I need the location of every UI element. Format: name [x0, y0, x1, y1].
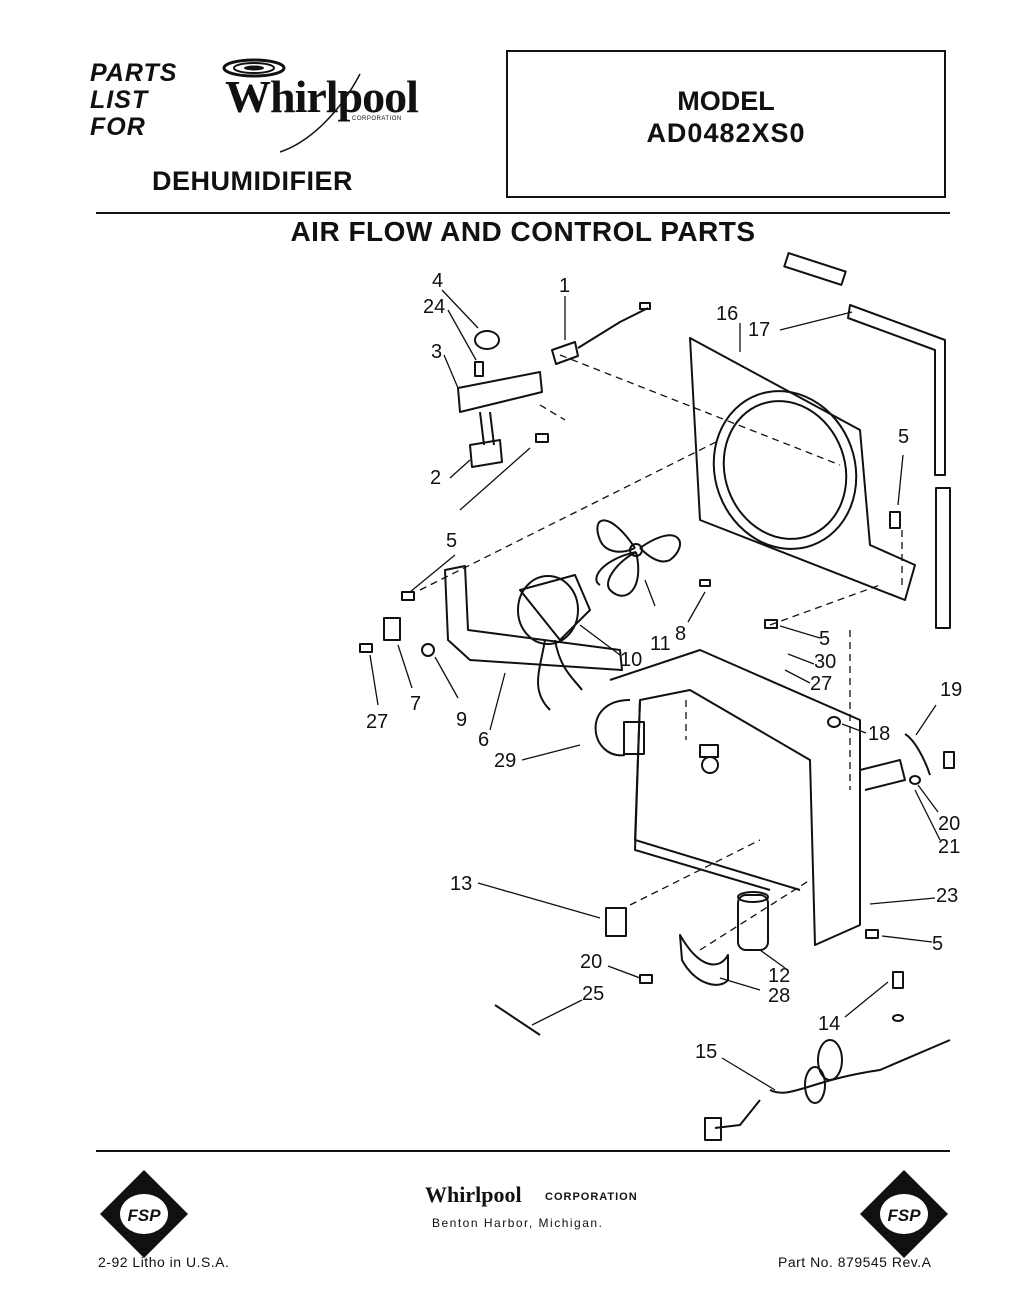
list-line: LIST [90, 86, 149, 114]
fastener-parts [359, 433, 955, 1036]
parts-list-for-label: PARTS LIST FOR [90, 60, 177, 141]
callout-20-left: 20 [580, 951, 602, 973]
motor-part-10 [517, 574, 591, 711]
callout-5-cord: 5 [932, 933, 943, 955]
header-divider [96, 212, 950, 214]
parts-line: PARTS [90, 59, 178, 87]
callout-28: 28 [768, 985, 790, 1007]
capacitor-strap-part-28 [679, 934, 729, 986]
product-name: DEHUMIDIFIER [152, 166, 353, 196]
fan-shroud-part-16 [689, 337, 916, 601]
gasket-part-17 [783, 252, 951, 629]
motor-bracket-part-6 [444, 565, 623, 671]
callout-10: 10 [620, 649, 642, 671]
control-bracket-part-3 [457, 330, 543, 468]
for-line: FOR [90, 113, 146, 141]
callout-5-shroud: 5 [898, 426, 909, 448]
control-housing-part-23 [609, 649, 906, 946]
model-number: AD0482XS0 [646, 118, 806, 148]
relay-part-13 [605, 907, 627, 937]
callout-27-left: 27 [366, 711, 388, 733]
callout-12: 12 [768, 965, 790, 987]
callout-19: 19 [940, 679, 962, 701]
callout-13: 13 [450, 873, 472, 895]
callout-1: 1 [559, 275, 570, 297]
callout-17: 17 [748, 319, 770, 341]
svg-text:FSP: FSP [127, 1206, 161, 1225]
callout-11: 11 [650, 633, 671, 655]
power-cord-part-15 [704, 1039, 951, 1141]
callout-15: 15 [695, 1041, 717, 1063]
footer-litho: 2-92 Litho in U.S.A. [98, 1254, 230, 1270]
callout-7: 7 [410, 693, 421, 715]
callout-27-right: 27 [810, 673, 832, 695]
callout-21: 21 [938, 836, 960, 858]
callout-18: 18 [868, 723, 890, 745]
callout-14: 14 [818, 1013, 840, 1035]
callout-24: 24 [423, 296, 445, 318]
model-label: MODEL [677, 86, 775, 116]
callout-5-motor: 5 [446, 530, 457, 552]
control-part-1 [551, 302, 651, 365]
brand-wordmark: Whirlpool [225, 71, 419, 122]
callout-4: 4 [432, 270, 443, 292]
footer-corp-name: Whirlpool [425, 1182, 522, 1207]
brand-swirl-logo [222, 58, 361, 153]
callout-29: 29 [494, 750, 516, 772]
callout-6: 6 [478, 729, 489, 751]
callout-5-box: 5 [819, 628, 830, 650]
capacitor-part-12 [737, 891, 769, 951]
fsp-badge-left: FSP [100, 1170, 188, 1258]
callout-23: 23 [936, 885, 958, 907]
footer-corp-word: CORPORATION [545, 1191, 638, 1203]
section-title: AIR FLOW AND CONTROL PARTS [290, 216, 756, 247]
footer-divider [96, 1150, 950, 1152]
callout-25: 25 [582, 983, 604, 1005]
footer-corp-city: Benton Harbor, Michigan. [432, 1216, 604, 1230]
wire-harness-part-29 [594, 699, 645, 757]
callout-3: 3 [431, 341, 442, 363]
brand-corporation: CORPORATION [352, 116, 402, 122]
callout-30: 30 [814, 651, 836, 673]
callout-16: 16 [716, 303, 738, 325]
callout-9: 9 [456, 709, 467, 731]
callout-20-right: 20 [938, 813, 960, 835]
fan-blade-part-11 [595, 519, 681, 597]
callout-2: 2 [430, 467, 441, 489]
model-box [506, 50, 946, 198]
callout-8: 8 [675, 623, 686, 645]
fsp-badge-right: FSP [860, 1170, 948, 1258]
svg-text:FSP: FSP [887, 1206, 921, 1225]
footer-part-number: Part No. 879545 Rev.A [778, 1254, 932, 1270]
